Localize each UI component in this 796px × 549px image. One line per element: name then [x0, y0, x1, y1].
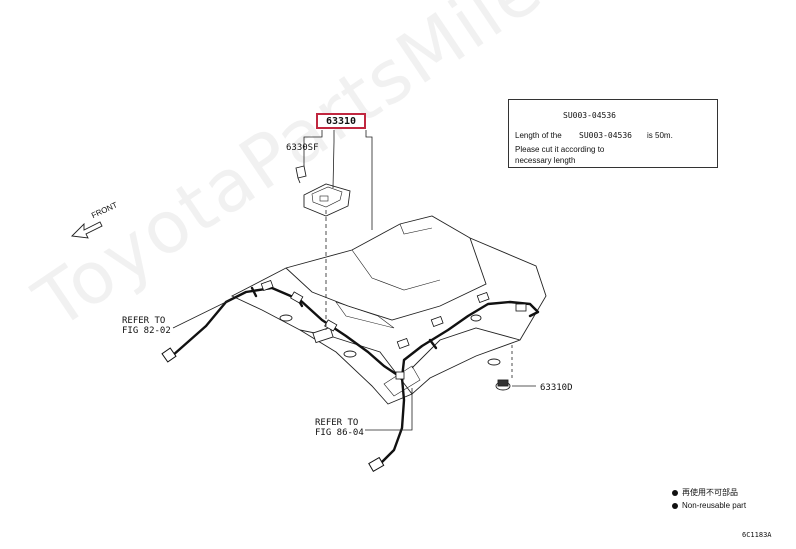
- leader-lines: [172, 130, 536, 431]
- roof-headliner: [230, 215, 547, 405]
- harness-connectors: [161, 347, 385, 473]
- part-63310-bracket: [303, 183, 351, 217]
- refer-86-04-link[interactable]: FIG 86-04: [315, 428, 364, 438]
- legend-japanese-text: 再使用不可部品: [682, 488, 738, 497]
- info-line1-suffix: is 50m.: [647, 131, 673, 140]
- refer-82-02-link[interactable]: FIG 82-02: [122, 326, 171, 336]
- info-line2: Please cut it according to: [515, 145, 605, 154]
- legend-dot-icon: [672, 489, 678, 496]
- legend-english: Non-reusable part: [672, 501, 746, 510]
- figure-code: 6C1183A: [742, 531, 772, 539]
- info-line3: necessary length: [515, 156, 576, 165]
- tape-info-box: SU003-04536 Length of the SU003-04536 is…: [508, 99, 718, 168]
- legend-japanese: 再使用不可部品: [672, 488, 738, 497]
- part-63310d-grommet: [495, 379, 511, 391]
- refer-82-02-line1: REFER TO: [122, 316, 166, 326]
- info-line1-part: SU003-04536: [579, 131, 632, 140]
- legend-english-text: Non-reusable part: [682, 501, 747, 510]
- part-6330sf-clip: [295, 165, 307, 184]
- info-part-number[interactable]: SU003-04536: [563, 111, 616, 120]
- info-line1-prefix: Length of the: [515, 131, 562, 140]
- refer-86-04-line1: REFER TO: [315, 418, 359, 428]
- part-number-63310d[interactable]: 63310D: [540, 383, 573, 393]
- part-number-6330sf[interactable]: 6330SF: [286, 143, 319, 153]
- legend-dot-icon: [672, 502, 678, 509]
- front-arrow-icon: [71, 221, 103, 239]
- part-number-63310[interactable]: 63310: [316, 113, 366, 129]
- harness-clips: [260, 279, 527, 380]
